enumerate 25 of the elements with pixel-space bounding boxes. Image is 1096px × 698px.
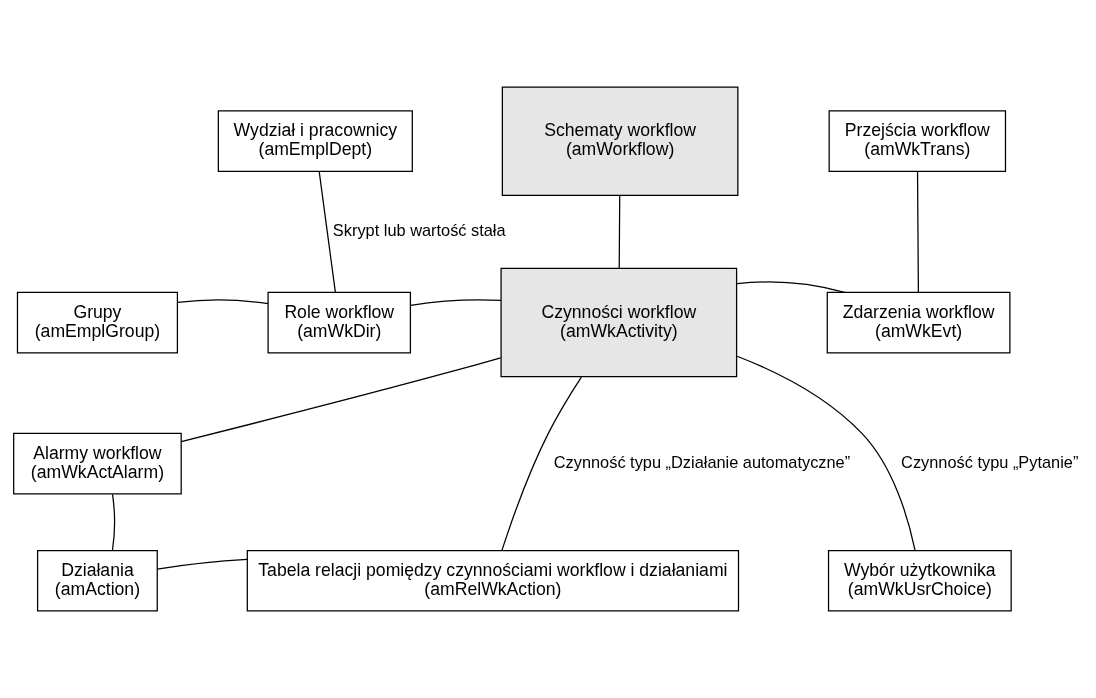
edge-label: Czynność typu „Działanie automatyczne”: [553, 452, 851, 471]
connector: [736, 281, 846, 293]
connector: [156, 558, 248, 570]
connector: [736, 355, 916, 551]
connector: [618, 195, 621, 269]
edge-label: Skrypt lub wartość stała: [332, 221, 506, 240]
connector: [180, 357, 502, 443]
node-box: Przejścia workflow (amWkTrans): [828, 110, 1007, 173]
node-box: Zdarzenia workflow (amWkEvt): [826, 291, 1011, 354]
node-box: Wybór użytkownika (amWkUsrChoice): [827, 549, 1012, 612]
node-box: Alarmy workflow (amWkActAlarm): [13, 432, 182, 495]
connector: [916, 170, 919, 293]
connector: [318, 170, 336, 293]
node-box: Tabela relacji pomiędzy czynnościami workflow i działaniami (amRelWkAction): [246, 549, 740, 612]
connector: [177, 299, 269, 305]
connector: [410, 299, 502, 306]
connector: [111, 493, 116, 552]
node-box: Czynności workflow (amWkActivity): [500, 267, 738, 378]
node-box: Działania (amAction): [37, 549, 158, 612]
edge-label: Czynność typu „Pytanie”: [901, 452, 1079, 471]
connector: [501, 376, 582, 551]
node-box: Grupy (amEmplGroup): [16, 291, 179, 354]
node-box: Role workflow (amWkDir): [267, 291, 412, 354]
node-box: Wydział i pracownicy (amEmplDept): [217, 110, 413, 173]
node-box: Schematy workflow (amWorkflow): [501, 86, 739, 196]
